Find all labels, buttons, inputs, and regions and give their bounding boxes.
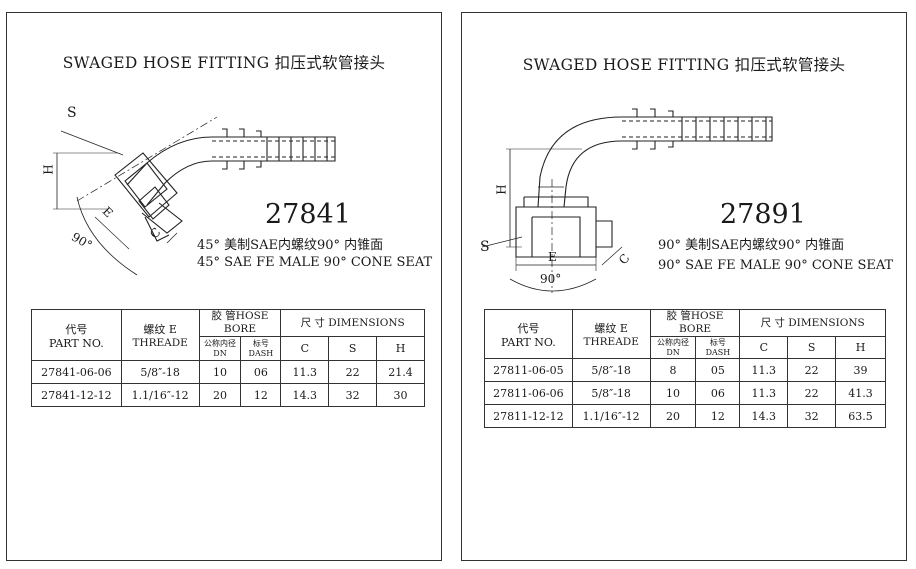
right-spec-panel: SWAGED HOSE FITTING 扣压式软管接头	[461, 12, 907, 561]
right-label-s: S	[480, 239, 490, 255]
right-header-c: C	[739, 336, 789, 359]
left-label-s: S	[67, 105, 77, 121]
right-part-number: 27891	[720, 199, 806, 230]
right-fitting-drawing	[481, 108, 773, 293]
left-header-dims: 尺 寸 DIMENSIONS	[280, 309, 425, 337]
right-header-bore: 胶 管HOSE BORE	[649, 309, 741, 337]
left-fitting-drawing	[53, 116, 336, 276]
left-part-number: 27841	[265, 199, 351, 230]
left-header-bore: 胶 管HOSE BORE	[198, 309, 282, 337]
right-header-s: S	[787, 336, 837, 359]
left-title: SWAGED HOSE FITTING 扣压式软管接头	[62, 54, 386, 72]
left-spec-panel: SWAGED HOSE FITTING 扣压式软管接头	[6, 12, 442, 561]
right-desc-en: 90° SAE FE MALE 90° CONE SEAT	[658, 258, 894, 273]
right-label-e: E	[548, 250, 557, 264]
right-header-dims: 尺 寸 DIMENSIONS	[739, 309, 886, 337]
left-header-s: S	[328, 336, 378, 361]
left-header-c: C	[280, 336, 330, 361]
left-header-h: H	[376, 336, 425, 361]
right-label-h: H	[494, 184, 509, 195]
left-desc-cn: 45° 美制SAE内螺纹90° 内锥面	[197, 238, 384, 253]
right-header-h: H	[835, 336, 886, 359]
right-desc-cn: 90° 美制SAE内螺纹90° 内锥面	[658, 238, 845, 253]
right-label-angle: 90°	[540, 272, 562, 286]
left-desc-en: 45° SAE FE MALE 90° CONE SEAT	[197, 255, 433, 270]
left-label-h: H	[41, 164, 56, 175]
right-title: SWAGED HOSE FITTING 扣压式软管接头	[522, 56, 846, 74]
